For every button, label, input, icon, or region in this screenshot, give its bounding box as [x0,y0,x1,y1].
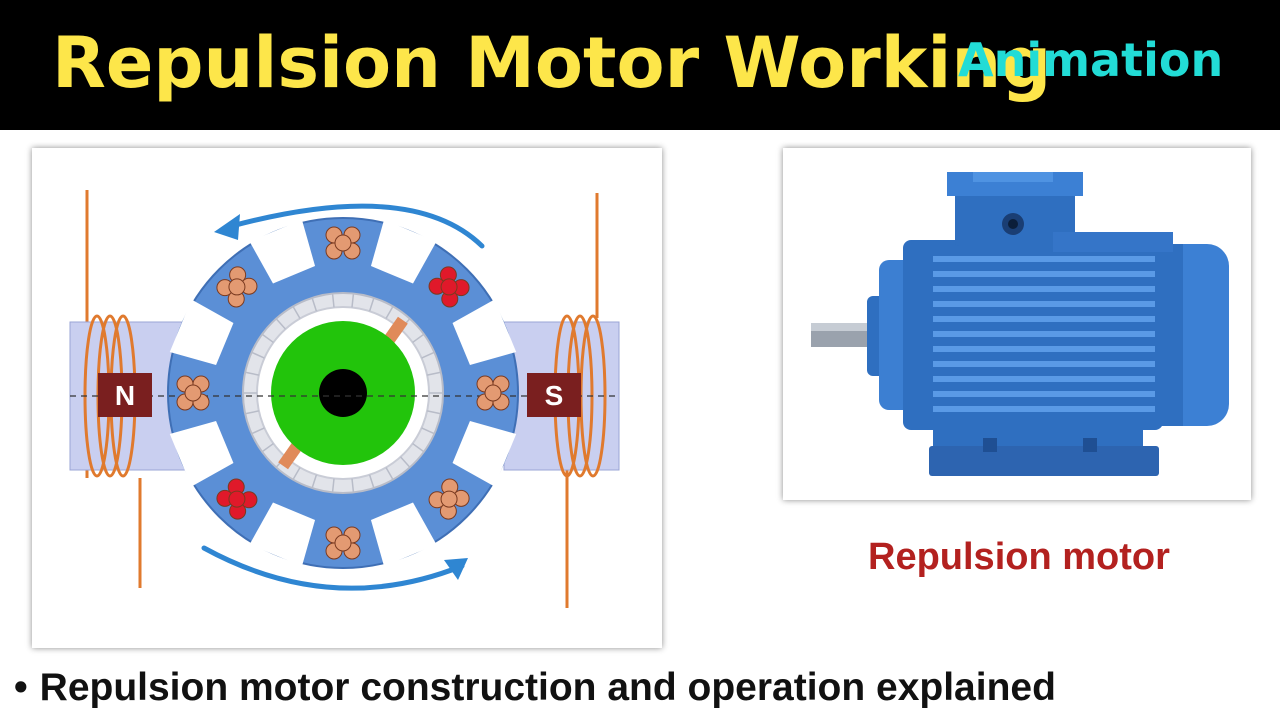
south-pole-label: S [527,373,581,417]
stator-gap [370,502,437,567]
commutator-segment [311,474,318,489]
stator-gap [452,299,517,366]
cooling-fin [933,391,1155,397]
commutator-segment [421,351,435,359]
description-text: Repulsion motor construction and operati… [39,666,1056,709]
commutator-segment [426,410,441,415]
commutator-segment [251,351,265,359]
description-bullet: • Repulsion motor construction and operat… [14,664,1056,712]
commutator-segment [261,333,274,344]
cooling-fin [933,376,1155,382]
commutator-segment [331,478,335,493]
electric-motor-icon [811,172,1229,476]
stator-gap [169,299,234,366]
cooling-fin [933,271,1155,277]
rotation-arrow-icon [201,203,485,591]
cooling-fin [933,331,1155,337]
commutator-segment [426,371,441,376]
cooling-fin [933,406,1155,412]
stator-gap [370,219,437,284]
stator-gap [452,420,517,487]
commutator-segment [251,427,265,435]
rotation-arrowhead-top [214,214,240,240]
svg-text:S: S [545,380,564,411]
conductor-group [216,478,258,520]
commutator-segment [412,442,425,453]
conductor-group [428,266,470,308]
conductor-group [216,266,258,308]
commutator-segment [292,306,301,319]
stator-gap [169,420,234,487]
commutator-segment [385,306,394,319]
cooling-fins [933,256,1155,412]
brush-bottom-left [278,442,302,470]
shaft-icon [319,369,367,417]
conductor-group [476,375,510,411]
conductor-group [176,375,210,411]
cooling-fin [933,316,1155,322]
cooling-fin [933,361,1155,367]
commutator-segment [245,410,260,415]
commutator-segment [399,456,411,468]
stator-gap [249,219,316,284]
motor-caption: Repulsion motor [868,536,1170,578]
commutator-segment [292,467,301,480]
conductor-groups [176,226,510,560]
commutator-segment [351,478,355,493]
conductor-group [325,526,361,560]
cooling-fin [933,346,1155,352]
header-bar: Repulsion Motor Working Animation [0,0,1280,130]
commutator-segment [275,318,287,330]
commutator-ring [243,293,443,493]
cooling-fin [933,256,1155,262]
commutator-segment [368,474,375,489]
motor-cross-section-diagram: N S [69,190,620,608]
north-pole-label: N [98,373,152,417]
commutator-segment [261,442,274,453]
commutator-segment [368,297,375,312]
svg-text:N: N [115,380,135,411]
commutator-segment [421,427,435,435]
cooling-fin [933,301,1155,307]
brush-top-right [384,316,408,344]
commutator-segment [311,297,318,312]
stator-gap [249,502,316,567]
main-title: Repulsion Motor Working [52,22,1052,104]
conductor-group [428,478,470,520]
commutator-segment [385,467,394,480]
commutator-segment [331,293,335,308]
commutator-segment [351,293,355,308]
bullet-dot: • [14,666,28,709]
subtitle-animation: Animation [958,33,1224,87]
rotation-arrowhead-bottom [444,558,468,580]
commutator-segment [412,333,425,344]
conductor-group [325,226,361,260]
motor-diagram-panel: N S [32,148,662,648]
cooling-fin [933,286,1155,292]
motor-photo-panel [783,148,1251,500]
commutator-segment [245,371,260,376]
